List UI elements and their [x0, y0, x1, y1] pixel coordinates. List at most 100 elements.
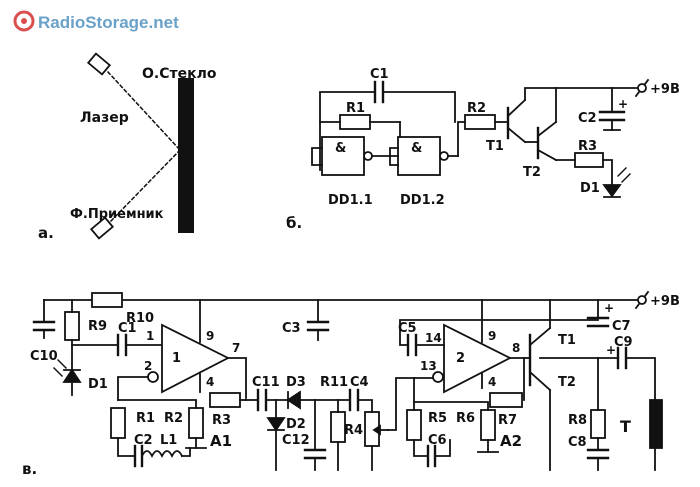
v-transistor-t2: [528, 370, 552, 392]
b-label-c2: C2: [578, 111, 597, 126]
v-label-c1: C1: [118, 321, 137, 336]
panel-a: О.Стекло Лазер Ф.Приемник а.: [38, 52, 217, 242]
v-label-d2: D2: [286, 417, 306, 432]
v-label-r4: R4: [344, 423, 363, 438]
b-label-c1: C1: [370, 67, 389, 82]
v-label-a2: A2: [500, 432, 522, 450]
laser-body: [86, 52, 112, 76]
b-resistor-r1: [339, 114, 371, 130]
panel-b-tag: б.: [286, 214, 302, 232]
v-label-pin13: 13: [420, 359, 437, 373]
v-label-c8: C8: [568, 435, 587, 450]
v-resistor-r8: [590, 409, 606, 439]
v-label-a1: A1: [210, 432, 232, 450]
v-label-pin14: 14: [425, 331, 442, 345]
v-label-r2: R2: [164, 411, 183, 426]
v-resistor-r9: [64, 311, 80, 341]
watermark-text: RadioStorage.net: [38, 13, 179, 32]
v-label-pin4: 4: [206, 375, 214, 389]
v-label-c7-plus: +: [604, 301, 614, 315]
v-label-c10: C10: [30, 349, 58, 364]
reflected-beam: [108, 148, 182, 224]
v-resistor-r1: [110, 407, 126, 439]
b-label-gate1-and: &: [335, 141, 346, 156]
v-label-r3: R3: [212, 413, 231, 428]
v-resistor-r10: [91, 292, 123, 308]
v-label-amp2: 2: [456, 351, 465, 366]
v-label-c11: C11: [252, 375, 280, 390]
laser-beam: [106, 70, 182, 152]
v-resistor-r6: [480, 409, 496, 441]
v-label-d1: D1: [88, 377, 108, 392]
b-resistor-r3: [574, 152, 604, 168]
v-resistor-r11: [330, 411, 346, 443]
v-transistor-t1: [528, 326, 552, 347]
v-label-c4: C4: [350, 375, 369, 390]
v-label-pin2: 2: [144, 359, 152, 373]
b-label-dd12: DD1.2: [400, 193, 445, 208]
v-label-c2: C2: [134, 433, 153, 448]
laser-label: Лазер: [80, 110, 129, 126]
v-earphone-t: [649, 399, 663, 449]
v-inductor-l1: [140, 450, 184, 459]
b-label-dd11: DD1.1: [328, 193, 373, 208]
v-label-l1: L1: [160, 433, 177, 448]
v-label-d3: D3: [286, 375, 306, 390]
v-label-r8: R8: [568, 413, 587, 428]
b-label-gate2-and: &: [411, 141, 422, 156]
v-resistor-r2: [188, 407, 204, 439]
v-label-r11: R11: [320, 375, 348, 390]
b-label-r2: R2: [467, 101, 486, 116]
glass-pane: [178, 78, 194, 233]
v-label-r7: R7: [498, 413, 517, 428]
panel-v-tag: в.: [22, 460, 37, 478]
glass-label: О.Стекло: [142, 66, 217, 82]
v-label-amp1: 1: [172, 351, 181, 366]
v-label-supply: +9В: [650, 294, 680, 309]
b-resistor-r2: [464, 114, 496, 130]
v-resistor-r5: [406, 409, 422, 441]
b-label-d1: D1: [580, 181, 600, 196]
v-label-c9-plus: +: [606, 343, 616, 357]
v-label-t: T: [620, 417, 631, 436]
b-led-d1: [602, 184, 622, 198]
v-label-pin4b: 4: [488, 375, 496, 389]
receiver-label: Ф.Приемник: [70, 207, 164, 222]
v-resistor-r3: [209, 392, 241, 408]
v-label-c3: C3: [282, 321, 301, 336]
b-label-t2: T2: [523, 165, 541, 180]
v-label-c5: C5: [398, 321, 417, 336]
b-label-r1: R1: [346, 101, 365, 116]
photodetector-body: [89, 216, 115, 240]
v-label-r5: R5: [428, 411, 447, 426]
v-opamp-2: [443, 323, 512, 394]
v-label-r6: R6: [456, 411, 475, 426]
v-label-pin7: 7: [232, 341, 240, 355]
v-label-c7: C7: [612, 319, 631, 334]
v-label-r1: R1: [136, 411, 155, 426]
v-label-c12: C12: [282, 433, 310, 448]
v-diode-d2: [266, 417, 286, 432]
v-label-r9: R9: [88, 319, 107, 334]
v-label-t1: T1: [558, 333, 576, 348]
b-label-t1: T1: [486, 139, 504, 154]
panel-v: R10 R9 C1 C10 D1 1 2 9 7 4 1 R1 R2 R3 A1…: [22, 290, 680, 478]
v-label-pin9b: 9: [488, 329, 496, 343]
v-label-r10: R10: [126, 311, 154, 326]
v-label-c9: C9: [614, 335, 633, 350]
v-label-pin8: 8: [512, 341, 520, 355]
v-label-pin1: 1: [146, 329, 154, 343]
v-label-pin9: 9: [206, 329, 214, 343]
b-label-supply: +9В: [650, 82, 680, 97]
b-label-r3: R3: [578, 139, 597, 154]
v-resistor-r7: [489, 392, 523, 408]
b-label-c2-plus: +: [618, 97, 628, 111]
v-diode-d3: [286, 390, 301, 410]
v-photodiode-d1: [62, 368, 82, 383]
panel-a-tag: а.: [38, 224, 54, 242]
v-opamp-1: [161, 323, 230, 394]
panel-b: C1 R1 R2 T1 T2 C2 + R3 D1 & & DD1.1 DD1.…: [286, 67, 680, 232]
v-label-c6: C6: [428, 433, 447, 448]
